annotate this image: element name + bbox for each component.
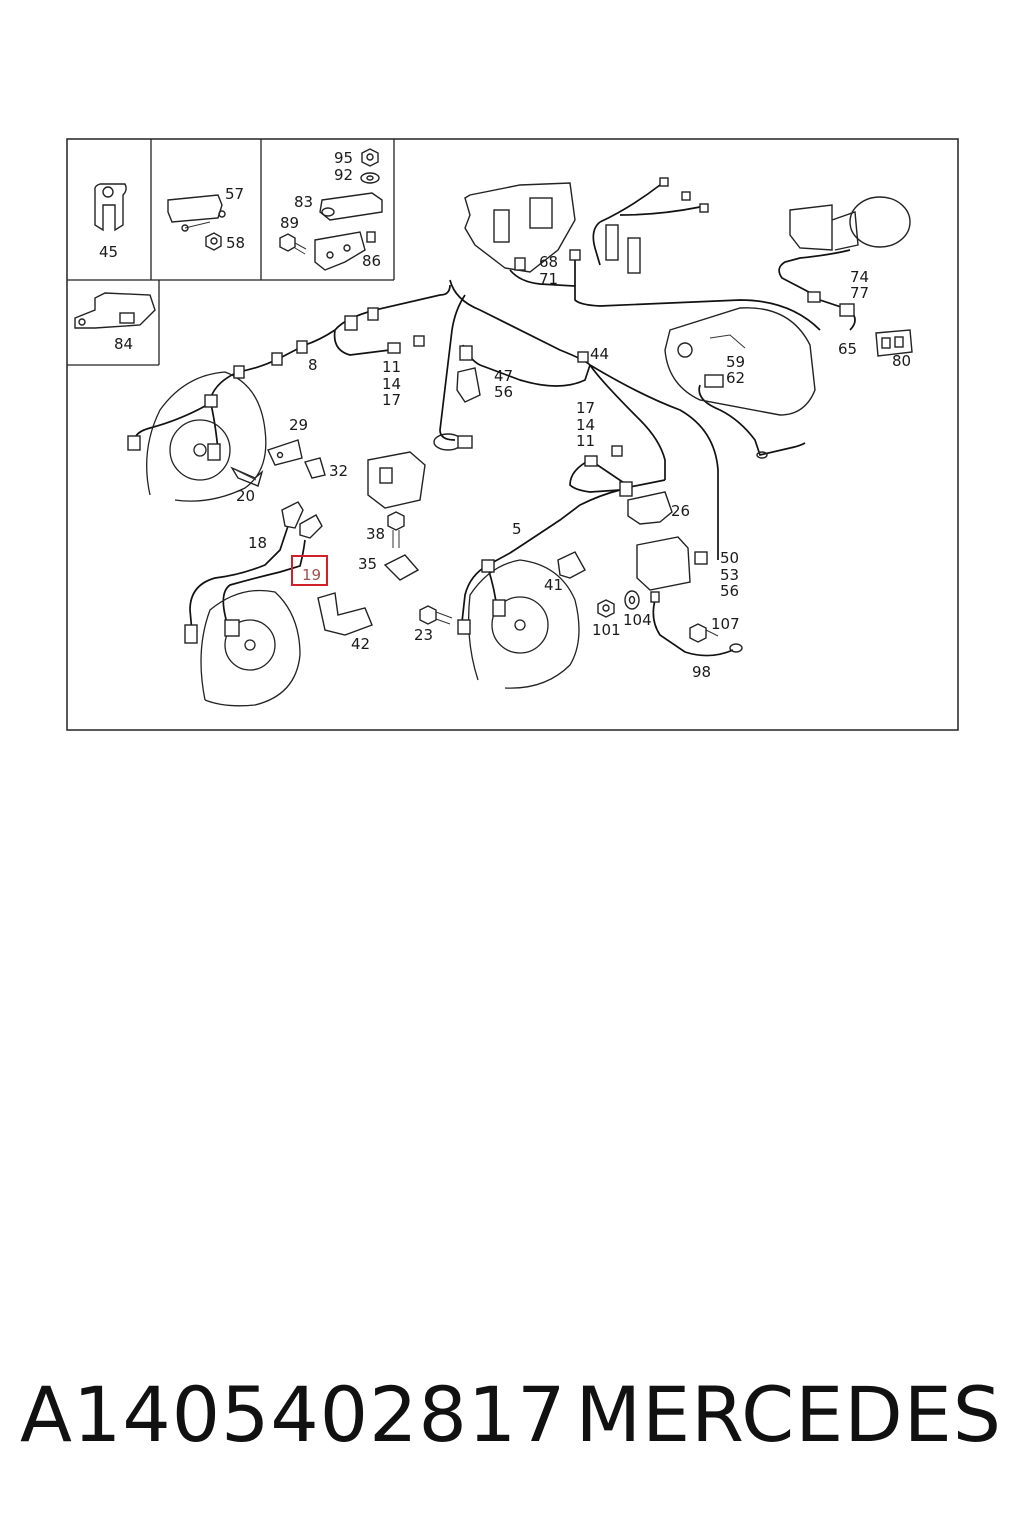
brand-name: MERCEDES	[575, 1370, 1002, 1459]
callout-38: 38	[366, 525, 385, 543]
inset-bracket-57	[167, 194, 226, 232]
inset-washer-92	[360, 172, 380, 184]
bolt-38	[387, 511, 405, 548]
callout-68: 68	[539, 253, 558, 271]
highlighted-callout-19[interactable]: 19	[291, 555, 328, 586]
front-left-disc	[127, 371, 267, 502]
callout-58: 58	[226, 234, 245, 252]
inset-clip-45	[94, 183, 127, 232]
callout-labels: 45 57 58 95 92 83 89 86 84 68 71 74 77 6…	[99, 149, 911, 681]
callout-14-bottom: 14	[576, 416, 595, 434]
connector-44	[577, 351, 589, 363]
control-unit-50-53-56	[636, 536, 708, 591]
callout-84: 84	[114, 335, 133, 353]
bracket-80	[875, 329, 913, 357]
inset-module-83	[319, 192, 383, 221]
callout-95: 95	[334, 149, 353, 167]
washer-104	[624, 590, 640, 610]
callout-57: 57	[225, 185, 244, 203]
callout-71: 71	[539, 270, 558, 288]
callout-92: 92	[334, 166, 353, 184]
callout-89: 89	[280, 214, 299, 232]
callout-14-top: 14	[382, 375, 401, 393]
callout-80: 80	[892, 352, 911, 370]
inset-sensor-84	[74, 292, 156, 329]
cover-59-62	[664, 307, 816, 459]
pump-motor-74-77	[789, 196, 911, 303]
inset-bracket-86	[314, 231, 376, 271]
callout-20: 20	[236, 487, 255, 505]
module-47-56	[456, 345, 481, 403]
callout-86: 86	[362, 252, 381, 270]
callout-59: 59	[726, 353, 745, 371]
wiring-harness	[134, 184, 856, 657]
callout-53: 53	[720, 566, 739, 584]
callout-26: 26	[671, 502, 690, 520]
callout-11-top: 11	[382, 358, 401, 376]
callout-17-bottom: 17	[576, 399, 595, 417]
nut-101	[597, 599, 615, 618]
control-unit-68-71	[464, 182, 576, 273]
callout-5: 5	[512, 520, 522, 538]
bracket-41	[557, 551, 586, 579]
sensor-8	[233, 307, 379, 379]
callout-56-bottom: 56	[720, 582, 739, 600]
callout-23: 23	[414, 626, 433, 644]
callout-11-bottom: 11	[576, 432, 595, 450]
front-right-disc	[457, 559, 580, 689]
callout-35: 35	[358, 555, 377, 573]
connectors-11-14-17-bottom	[584, 445, 623, 467]
rear-left-disc	[184, 589, 301, 707]
connector-relays	[569, 177, 709, 274]
callout-56-top: 56	[494, 383, 513, 401]
relay-65	[839, 303, 855, 317]
callout-101: 101	[592, 621, 621, 639]
sensor-18-19	[281, 501, 323, 539]
bracket-29	[267, 439, 303, 466]
diagram-frame	[66, 138, 959, 731]
callout-50: 50	[720, 549, 739, 567]
callout-107: 107	[711, 615, 740, 633]
callout-17-top: 17	[382, 391, 401, 409]
connectors-11-14-17-top	[387, 335, 425, 354]
callout-83: 83	[294, 193, 313, 211]
callout-74: 74	[850, 268, 869, 286]
clip-35	[383, 554, 420, 581]
ground-terminal-98	[650, 591, 743, 653]
callout-44: 44	[590, 345, 609, 363]
callout-29: 29	[289, 416, 308, 434]
callout-98: 98	[692, 663, 711, 681]
callout-47: 47	[494, 367, 513, 385]
inset-bolt-89	[279, 233, 307, 255]
bolt-107	[689, 623, 719, 643]
part-number: A1405402817	[20, 1370, 567, 1459]
bracket-42	[317, 592, 373, 636]
callout-65: 65	[838, 340, 857, 358]
callout-62: 62	[726, 369, 745, 387]
clip-32	[304, 457, 326, 479]
callout-19: 19	[302, 566, 321, 584]
callout-41: 41	[544, 576, 563, 594]
callout-18: 18	[248, 534, 267, 552]
hydraulic-unit	[367, 433, 473, 509]
footer: A1405402817 MERCEDES	[0, 1370, 1024, 1480]
bolt-23	[419, 605, 453, 625]
wiring-diagram: 45 57 58 95 92 83 89 86 84 68 71 74 77 6…	[66, 138, 959, 731]
callout-8: 8	[308, 356, 318, 374]
callout-42: 42	[351, 635, 370, 653]
callout-45: 45	[99, 243, 118, 261]
bolt-20	[230, 466, 264, 487]
callout-104: 104	[623, 611, 652, 629]
sensor-26	[619, 481, 673, 525]
highlight-box	[291, 555, 328, 586]
inset-nut-95	[361, 148, 379, 167]
inset-nut-58	[205, 232, 222, 251]
callout-32: 32	[329, 462, 348, 480]
callout-77: 77	[850, 284, 869, 302]
